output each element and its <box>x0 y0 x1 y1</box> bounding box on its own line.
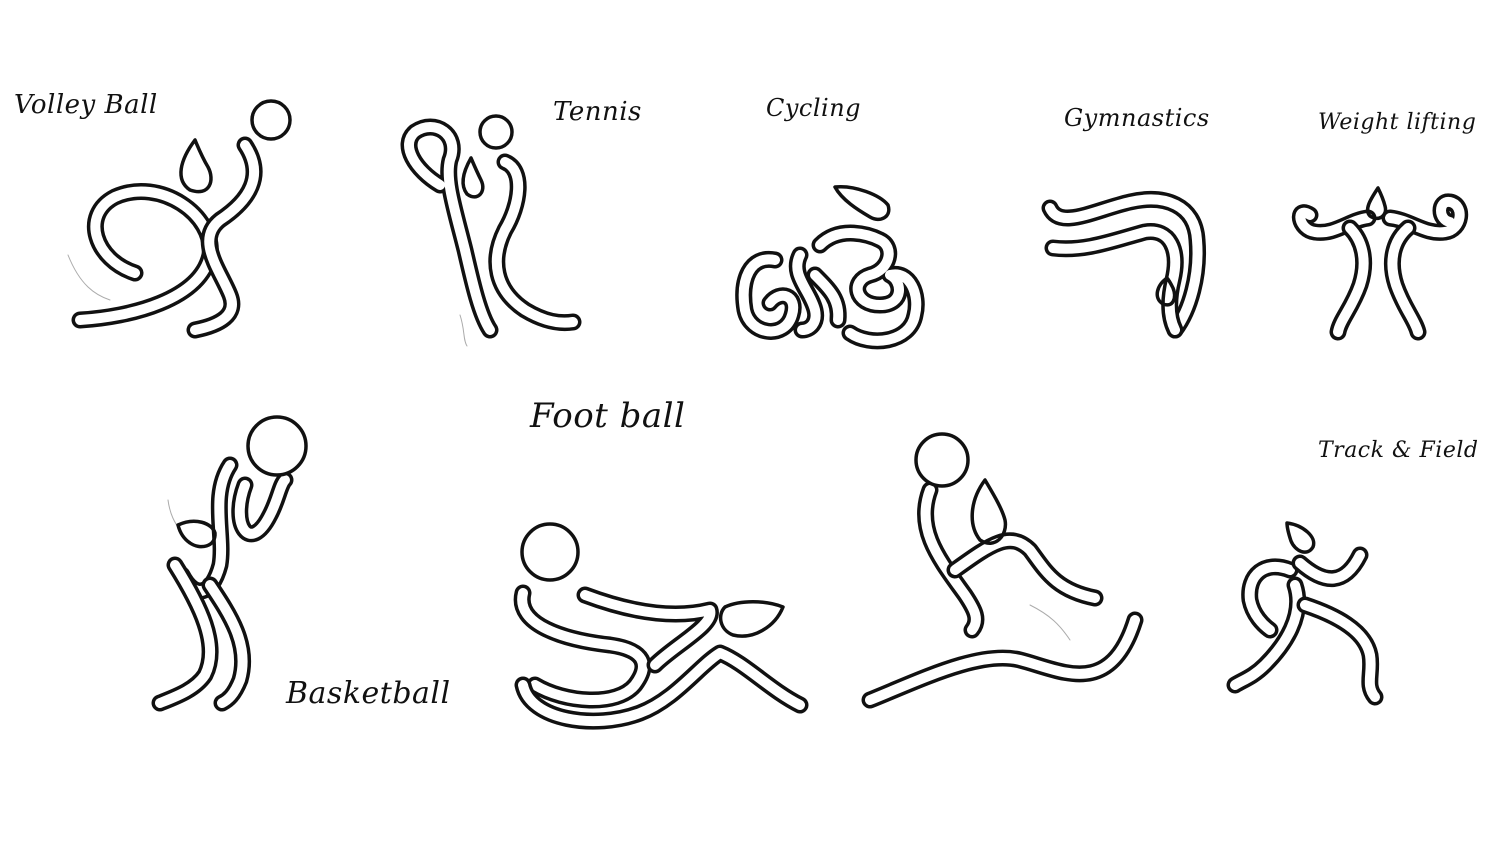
label-football: Foot ball <box>530 396 686 436</box>
label-track-field: Track & Field <box>1318 438 1479 463</box>
label-weightlifting: Weight lifting <box>1318 110 1477 135</box>
weightlifting-pictogram <box>1292 186 1468 341</box>
tennis-pictogram <box>400 114 582 347</box>
label-volleyball: Volley Ball <box>14 90 158 120</box>
track-field-pictogram <box>1226 521 1384 706</box>
basketball-pictogram <box>151 415 308 712</box>
gymnastics-pictogram <box>1041 191 1207 339</box>
label-basketball: Basketball <box>286 676 451 711</box>
label-tennis: Tennis <box>553 97 642 127</box>
cycling-pictogram <box>735 185 925 350</box>
label-cycling: Cycling <box>766 94 862 122</box>
football-kick-pictogram <box>861 432 1144 709</box>
football-slide-pictogram <box>513 522 809 730</box>
volleyball-pictogram <box>67 99 292 339</box>
label-gymnastics: Gymnastics <box>1064 104 1210 132</box>
